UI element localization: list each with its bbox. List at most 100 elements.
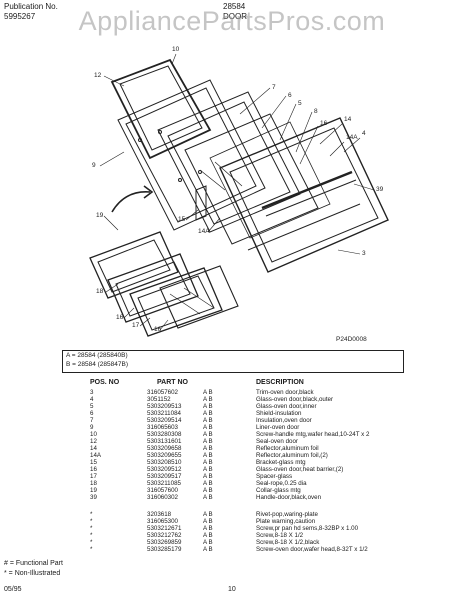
model-codes: A B (203, 389, 213, 396)
model-codes: A B (203, 445, 213, 452)
legend-line-b: B = 28584 (285847B) (66, 361, 128, 368)
figure-code: P24D0008 (336, 336, 367, 343)
pos-no: 3 (90, 389, 94, 396)
part-no: 5303209517 (147, 473, 182, 480)
part-no: 5303131601 (147, 438, 182, 445)
callout-16-lower: 16 (116, 314, 124, 321)
callout-4: 4 (362, 130, 366, 137)
pos-no: 19 (90, 487, 97, 494)
description: Spacer-glass (256, 473, 293, 480)
part-no: 3203618 (147, 511, 172, 518)
part-no: 5303211085 (147, 480, 181, 487)
description: Liner-oven door (256, 424, 300, 431)
part-no: 316057600 (147, 487, 178, 494)
functional-part-note: # = Functional Part (4, 560, 63, 567)
callout-14a: 14A (346, 134, 358, 141)
part-no: 316057602 (147, 389, 178, 396)
outer-door-part (219, 117, 389, 273)
description: Seal-oven door (256, 438, 298, 445)
print-date: 05/95 (4, 586, 22, 593)
col-header-pos: POS. NO (90, 379, 120, 386)
description: Seal-rope,0.25 dia (256, 480, 307, 487)
part-no: 5303211084 (147, 410, 181, 417)
description: Glass-oven door,inner (256, 403, 317, 410)
pos-no: * (90, 532, 93, 539)
exploded-door-diagram (89, 53, 389, 337)
part-no: 5303209513 (147, 403, 182, 410)
pos-no: 4 (90, 396, 94, 403)
pos-no: 17 (90, 473, 97, 480)
callout-10: 10 (172, 46, 180, 53)
model-number: 28584 (223, 2, 246, 11)
model-codes: A B (203, 525, 213, 532)
pos-no: 10 (90, 431, 97, 438)
description: Collar-glass mtg (256, 487, 301, 494)
model-codes: A B (203, 511, 213, 518)
pos-no: * (90, 546, 93, 553)
description: Shield-insulation (256, 410, 302, 417)
model-codes: A B (203, 480, 213, 487)
part-no: 316060302 (147, 494, 178, 501)
inner-panel-part (117, 79, 266, 231)
callout-16: 16 (320, 120, 328, 127)
pos-no: 7 (90, 417, 94, 424)
model-codes: A B (203, 403, 213, 410)
model-codes: A B (203, 452, 213, 459)
door-seal-part (110, 58, 212, 160)
part-no: 5303209658 (147, 445, 182, 452)
pos-no: 15 (90, 459, 97, 466)
part-no: 5303269859 (147, 539, 182, 546)
pos-no: * (90, 511, 93, 518)
model-codes: A B (203, 417, 213, 424)
model-codes: A B (203, 431, 213, 438)
trim-part (247, 203, 361, 251)
callout-14: 14 (344, 116, 352, 123)
callout-3: 3 (362, 250, 366, 257)
model-codes: A B (203, 532, 213, 539)
pos-no: 39 (90, 494, 97, 501)
model-codes: A B (203, 494, 213, 501)
inner-glass-part (184, 113, 319, 245)
pos-no: 5 (90, 403, 94, 410)
callout-8: 8 (314, 108, 318, 115)
table-row: 17 5303209517 A B Spacer-glass (0, 473, 464, 480)
part-no: 3051152 (147, 396, 171, 403)
pos-no: 12 (90, 438, 97, 445)
col-header-part: PART NO (157, 379, 188, 386)
table-row: 3 316057602 A B Trim-oven door,black (0, 389, 464, 396)
part-no: 5303208510 (147, 459, 182, 466)
section-title: DOOR (223, 12, 247, 21)
model-codes: A B (203, 473, 213, 480)
callout-19: 19 (96, 212, 104, 219)
description: Screw,pr pan hd sems,8-32BP x 1.00 (256, 525, 359, 532)
description: Plate warning,caution (256, 518, 316, 525)
callout-16-bottom: 16 (154, 326, 162, 333)
callout-14a-lower: 14A (198, 228, 210, 235)
part-no: 316065603 (147, 424, 178, 431)
part-no: 5303209512 (147, 466, 182, 473)
callout-17: 17 (132, 322, 140, 329)
parts-table: 3 316057602 A B Trim-oven door,black 4 30511… (0, 389, 464, 565)
pos-no: 18 (90, 480, 97, 487)
table-row: 5 5303209513 A B Glass-oven door,inner (0, 403, 464, 410)
model-codes: A B (203, 396, 213, 403)
callout-12: 12 (94, 72, 102, 79)
model-codes: A B (203, 539, 213, 546)
model-codes: A B (203, 424, 213, 431)
legend-line-a: A = 28584 (285840B) (66, 352, 128, 359)
part-no: 5303280308 (147, 431, 182, 438)
part-no: 5303209655 (147, 452, 182, 459)
col-header-description: DESCRIPTION (256, 379, 304, 386)
description: Trim-oven door,black (256, 389, 314, 396)
publication-label: Publication No. (4, 2, 58, 11)
